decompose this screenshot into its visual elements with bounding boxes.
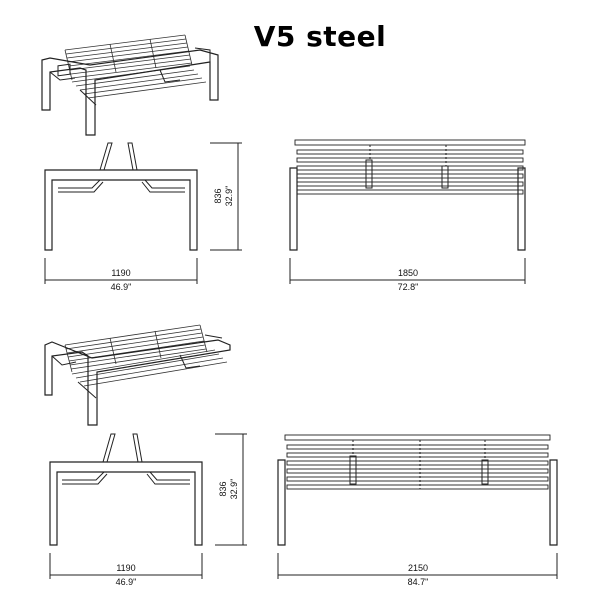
- bench-2-height-in: 32.9": [229, 479, 239, 500]
- bench-2-side-width-in: 46.9": [116, 577, 137, 587]
- bench-1-front-width-mm: 1850: [398, 268, 418, 278]
- bench-2-front-width-dimension: [277, 553, 558, 579]
- bench-1-side-width-dimension: [44, 258, 198, 284]
- bench-1-height-mm: 836: [213, 188, 223, 203]
- bench-2-height-mm: 836: [218, 481, 228, 496]
- bench-1-side-width-in: 46.9": [111, 282, 132, 292]
- bench-2-side-width-mm: 1190: [116, 563, 135, 573]
- bench-1-side-width-mm: 1190: [111, 268, 130, 278]
- bench-1-front-width-dimension: [289, 258, 526, 284]
- bench-1-front-width-in: 72.8": [398, 282, 419, 292]
- bench-1-isometric-view: [41, 34, 219, 136]
- bench-2-front-width-in: 84.7": [408, 577, 429, 587]
- bench-2-front-view: [277, 434, 558, 546]
- bench-2-side-width-dimension: [49, 553, 203, 579]
- bench-2-isometric-view: [44, 324, 231, 426]
- bench-1-side-view: [44, 142, 198, 251]
- bench-2-height-dimension: [215, 433, 247, 546]
- bench-1-height-dimension: [210, 142, 242, 251]
- bench-1-front-view: [289, 139, 526, 251]
- page-title: V5 steel: [253, 20, 387, 53]
- bench-2-side-view: [49, 433, 203, 546]
- bench-2-front-width-mm: 2150: [408, 563, 428, 573]
- bench-1-height-in: 32.9": [224, 186, 234, 207]
